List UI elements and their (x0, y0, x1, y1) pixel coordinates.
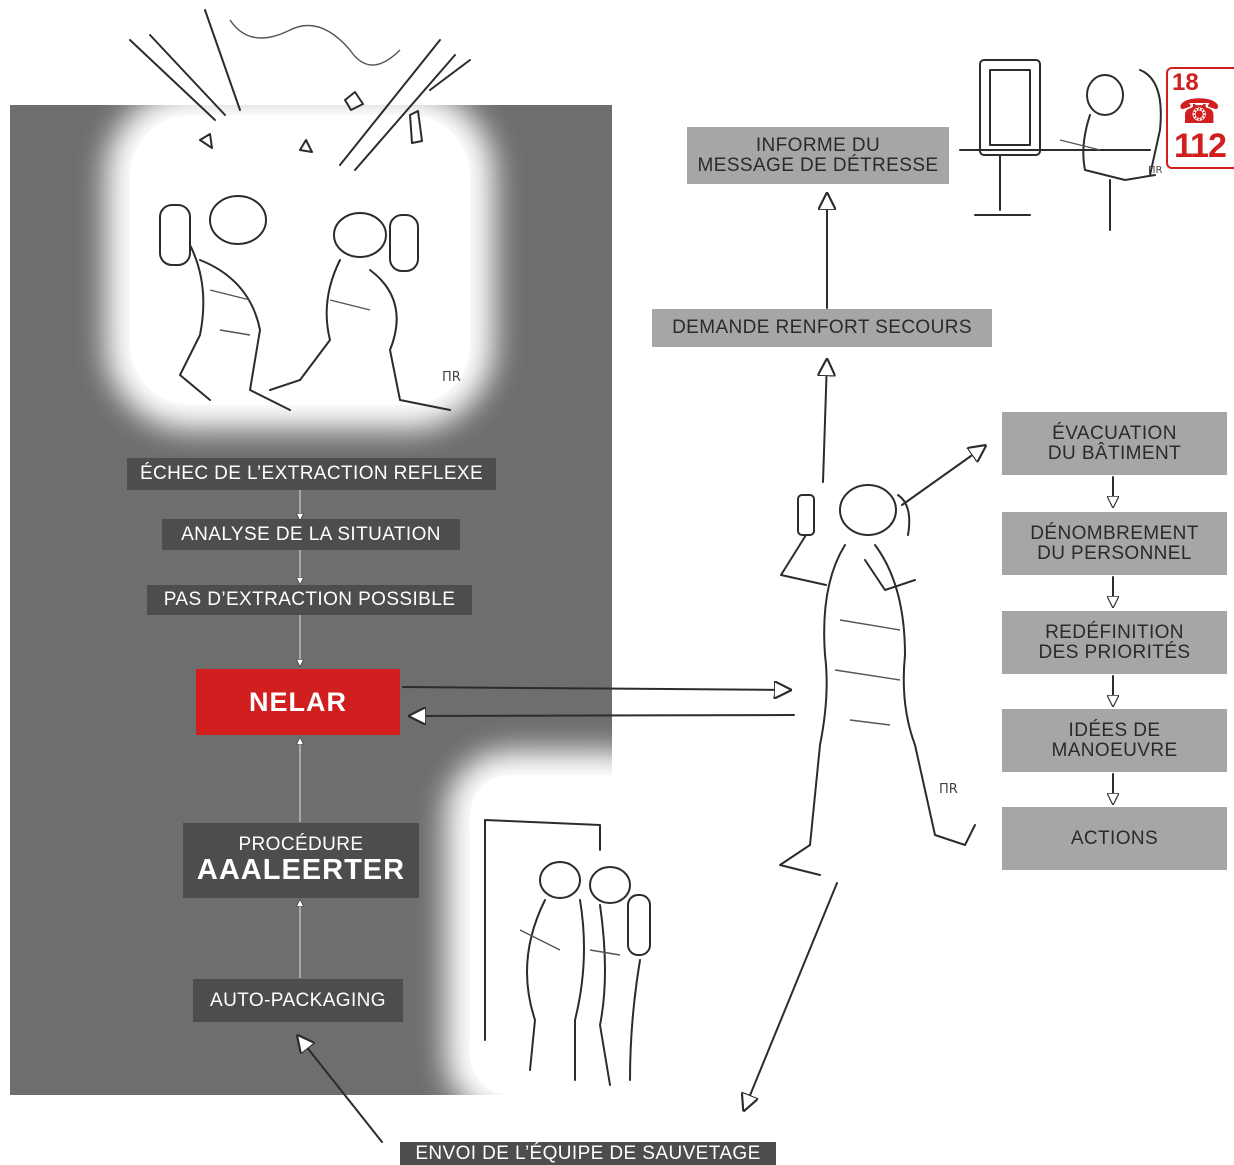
artist-signature-top: ΠR (442, 370, 461, 385)
arrow-envoi-to-autopackaging (298, 1036, 383, 1143)
label-envoi: ENVOI DE L’ÉQUIPE DE SAUVETAGE (415, 1142, 761, 1164)
box-nelar: NELAR (196, 669, 400, 735)
label-informe-1: INFORME DU (755, 134, 881, 156)
arrow-to-envoi (744, 882, 838, 1110)
artist-signature-office: ΠR (1148, 165, 1163, 176)
box-idees-manoeuvre: IDÉES DE MANOEUVRE (1002, 709, 1227, 772)
firefighters-rescue-sketch (484, 819, 651, 1086)
label-evacuation-2: DU BÂTIMENT (1047, 442, 1182, 464)
label-aaaleerter: AAALEERTER (196, 854, 406, 887)
label-denombrement-2: DU PERSONNEL (1037, 542, 1192, 564)
box-informe-message: INFORME DU MESSAGE DE DÉTRESSE (687, 127, 949, 184)
box-redefinition: REDÉFINITION DES PRIORITÉS (1002, 611, 1227, 674)
box-evacuation: ÉVACUATION DU BÂTIMENT (1002, 412, 1227, 475)
artist-signature-middle: ΠR (939, 782, 958, 797)
dispatch-operator-sketch (959, 59, 1162, 231)
label-redefinition-1: REDÉFINITION (1045, 621, 1184, 643)
label-pas-extraction: PAS D’EXTRACTION POSSIBLE (163, 589, 456, 611)
box-analyse-situation: ANALYSE DE LA SITUATION (162, 519, 460, 550)
box-denombrement: DÉNOMBREMENT DU PERSONNEL (1002, 512, 1227, 575)
box-pas-extraction: PAS D’EXTRACTION POSSIBLE (147, 585, 472, 615)
label-auto-packaging: AUTO-PACKAGING (210, 989, 386, 1011)
arrow-nelar-to-chief (402, 687, 790, 690)
box-auto-packaging: AUTO-PACKAGING (193, 979, 403, 1022)
label-demande: DEMANDE RENFORT SECOURS (672, 317, 972, 339)
explosion-debris-sketch (129, 9, 471, 171)
label-idees-2: MANOEUVRE (1051, 739, 1178, 761)
label-analyse: ANALYSE DE LA SITUATION (181, 523, 441, 545)
firefighter-with-radio-sketch (779, 484, 976, 876)
firefighters-crouching-sketch (159, 195, 451, 411)
label-evacuation-1: ÉVACUATION (1052, 422, 1177, 444)
box-actions: ACTIONS (1002, 807, 1227, 870)
badge-number-18: 18 (1172, 69, 1199, 96)
arrow-chief-to-nelar (410, 715, 795, 716)
bottom-illustration-area (470, 775, 650, 1095)
emergency-number-badge: 18 ☎ 112 (1166, 67, 1234, 169)
label-echec: ÉCHEC DE L’EXTRACTION REFLEXE (139, 463, 484, 485)
box-procedure-aaaleerter: PROCÉDURE AAALEERTER (183, 823, 419, 898)
label-nelar: NELAR (249, 686, 347, 717)
box-envoi-equipe: ENVOI DE L’ÉQUIPE DE SAUVETAGE (400, 1142, 776, 1165)
label-redefinition-2: DES PRIORITÉS (1038, 641, 1191, 663)
label-idees-1: IDÉES DE (1068, 719, 1161, 741)
label-actions: ACTIONS (1070, 827, 1159, 849)
label-denombrement-1: DÉNOMBREMENT (1030, 522, 1199, 544)
box-echec-extraction: ÉCHEC DE L’EXTRACTION REFLEXE (127, 458, 496, 490)
badge-number-112: 112 (1174, 127, 1227, 165)
arrow-to-evacuation (901, 446, 985, 506)
label-procedure: PROCÉDURE (238, 834, 364, 856)
label-informe-2: MESSAGE DE DÉTRESSE (697, 154, 939, 176)
arrow-to-demande (823, 360, 827, 483)
phone-icon: ☎ (1178, 93, 1221, 131)
box-demande-renfort: DEMANDE RENFORT SECOURS (652, 309, 992, 347)
